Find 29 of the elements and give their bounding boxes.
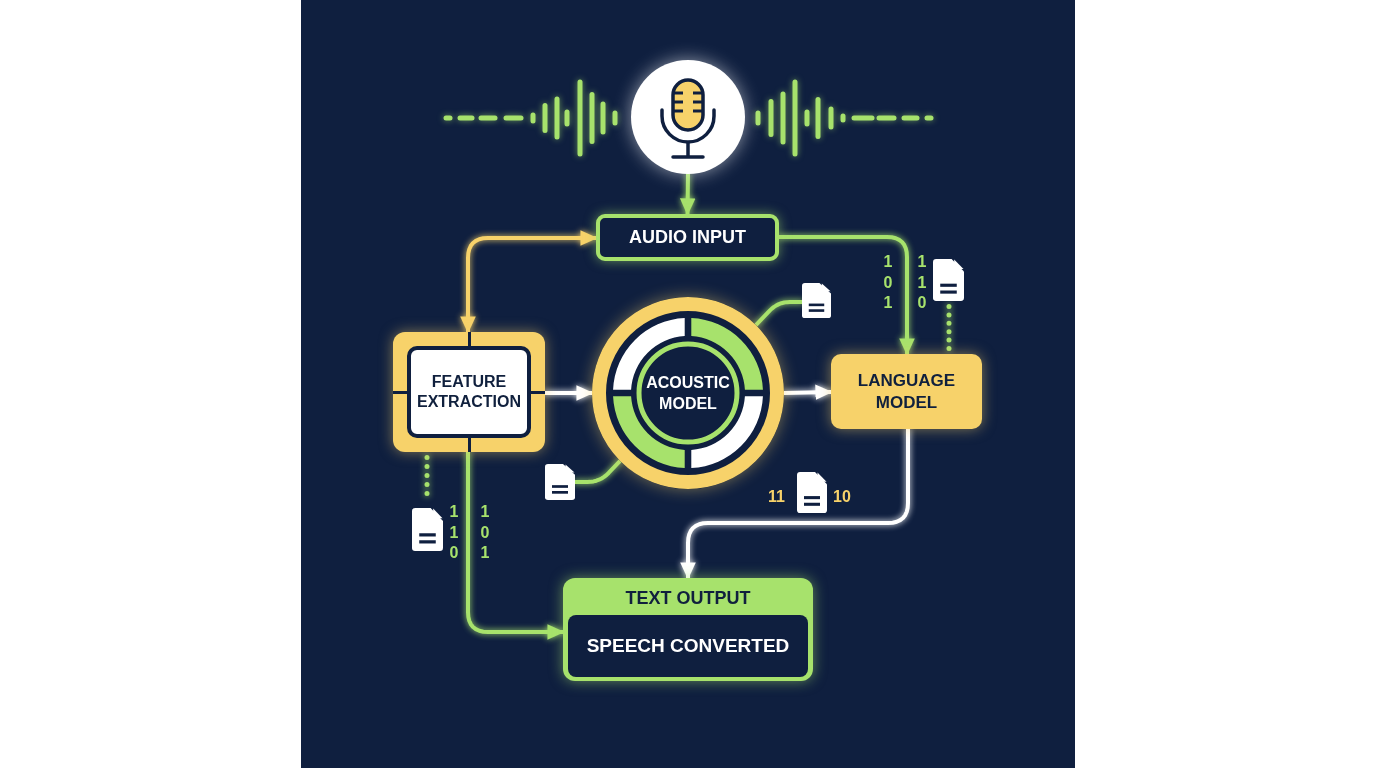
box-heading: TEXT OUTPUT (624, 587, 752, 609)
process-box (831, 354, 982, 429)
binary-digits: 1 1 0 (916, 252, 928, 313)
node-label: ACOUSTIC MODEL (645, 373, 731, 414)
process-box (596, 214, 779, 261)
binary-digits: 1 0 1 (479, 502, 491, 563)
model-circle (592, 297, 784, 489)
document-icon (412, 508, 443, 551)
arrow (543, 385, 594, 401)
arrow (466, 450, 565, 640)
arrow (777, 235, 915, 356)
arrow (460, 230, 598, 334)
process-box (393, 332, 545, 452)
binary-digits: 11 (768, 487, 785, 507)
dotted-line (946, 304, 952, 351)
document-icon (933, 259, 964, 301)
binary-digits: 1 1 0 (448, 502, 460, 563)
output-box (563, 578, 813, 681)
node-label: SPEECH CONVERTED (568, 615, 808, 677)
arrow (679, 172, 696, 216)
arrow (680, 427, 910, 580)
document-icon (545, 464, 575, 500)
node-label: LANGUAGE MODEL (856, 369, 957, 414)
node-label: FEATURE EXTRACTION (407, 346, 531, 438)
binary-digits: 1 0 1 (882, 252, 894, 313)
binary-digits: 10 (833, 487, 851, 507)
document-icon (802, 283, 831, 318)
connector-line (753, 300, 804, 328)
node-label: AUDIO INPUT (629, 227, 746, 248)
